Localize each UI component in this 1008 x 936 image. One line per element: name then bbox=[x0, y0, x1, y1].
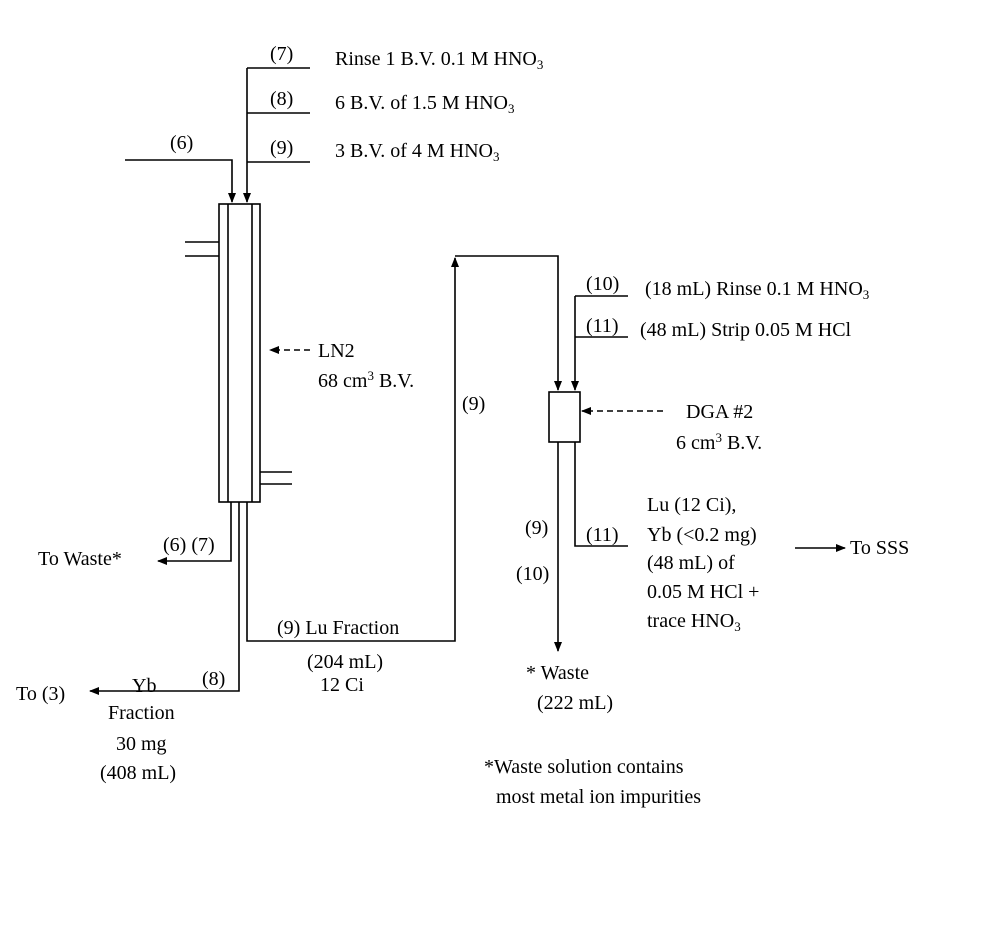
waste-volume-label: (222 mL) bbox=[537, 692, 614, 714]
reagent-11-label: (48 mL) Strip 0.05 M HCl bbox=[640, 319, 852, 341]
dga-out-step-label: (11) bbox=[586, 524, 619, 546]
lu-fraction-line bbox=[246, 257, 459, 642]
product-line2: Yb (<0.2 mg) bbox=[647, 524, 757, 546]
reagent-10-label: (18 mL) Rinse 0.1 M HNO3 bbox=[645, 278, 870, 302]
waste-steps-label: (6) (7) bbox=[163, 534, 215, 556]
yb-fraction-line4: (408 mL) bbox=[100, 762, 177, 784]
step-7-label: (7) bbox=[270, 43, 294, 65]
yb-fraction-line3: 30 mg bbox=[116, 733, 167, 755]
yb-line bbox=[89, 502, 240, 695]
step-6-label: (6) bbox=[170, 132, 194, 154]
waste-label: * Waste bbox=[526, 662, 590, 684]
product-line bbox=[574, 442, 628, 547]
reagent-9-label: 3 B.V. of 4 M HNO3 bbox=[335, 140, 500, 164]
yb-fraction-line2: Fraction bbox=[108, 702, 175, 724]
yb-step-label: (8) bbox=[202, 668, 226, 690]
footnote-line2: most metal ion impurities bbox=[496, 786, 701, 808]
dga-column-name: DGA #2 bbox=[686, 401, 754, 423]
to-3-label: To (3) bbox=[16, 683, 66, 705]
dga-waste-step9: (9) bbox=[525, 517, 549, 539]
step-10-label: (10) bbox=[586, 273, 620, 295]
dga-column bbox=[548, 391, 581, 443]
product-line1: Lu (12 Ci), bbox=[647, 494, 737, 516]
product-line4: 0.05 M HCl + bbox=[647, 581, 760, 603]
dga-column-volume: 6 cm3 B.V. bbox=[676, 430, 763, 454]
lu-fraction-label: (9) Lu Fraction bbox=[277, 617, 400, 639]
product-line3: (48 mL) of bbox=[647, 552, 735, 574]
transfer-step-label: (9) bbox=[462, 393, 486, 415]
lu-activity-label: 12 Ci bbox=[320, 674, 364, 696]
ln2-column-name: LN2 bbox=[318, 340, 355, 362]
step-8-label: (8) bbox=[270, 88, 294, 110]
product-line5: trace HNO3 bbox=[647, 610, 741, 634]
to-waste-label: To Waste* bbox=[38, 548, 122, 570]
step-11-label: (11) bbox=[586, 315, 619, 337]
waste-1-line bbox=[157, 502, 232, 565]
step-9-label: (9) bbox=[270, 137, 294, 159]
reagent-7-label: Rinse 1 B.V. 0.1 M HNO3 bbox=[335, 48, 544, 72]
feed-6-line bbox=[125, 159, 236, 203]
lu-volume-label: (204 mL) bbox=[307, 651, 384, 673]
to-sss-label: To SSS bbox=[850, 537, 910, 559]
yb-fraction-line1: Yb bbox=[132, 675, 157, 697]
footnote-line1: *Waste solution contains bbox=[484, 756, 684, 778]
transfer-line bbox=[455, 255, 562, 391]
ln2-column bbox=[218, 203, 261, 503]
reagent-8-label: 6 B.V. of 1.5 M HNO3 bbox=[335, 92, 515, 116]
ln2-column-volume: 68 cm3 B.V. bbox=[318, 368, 415, 392]
dga-waste-step10: (10) bbox=[516, 563, 550, 585]
